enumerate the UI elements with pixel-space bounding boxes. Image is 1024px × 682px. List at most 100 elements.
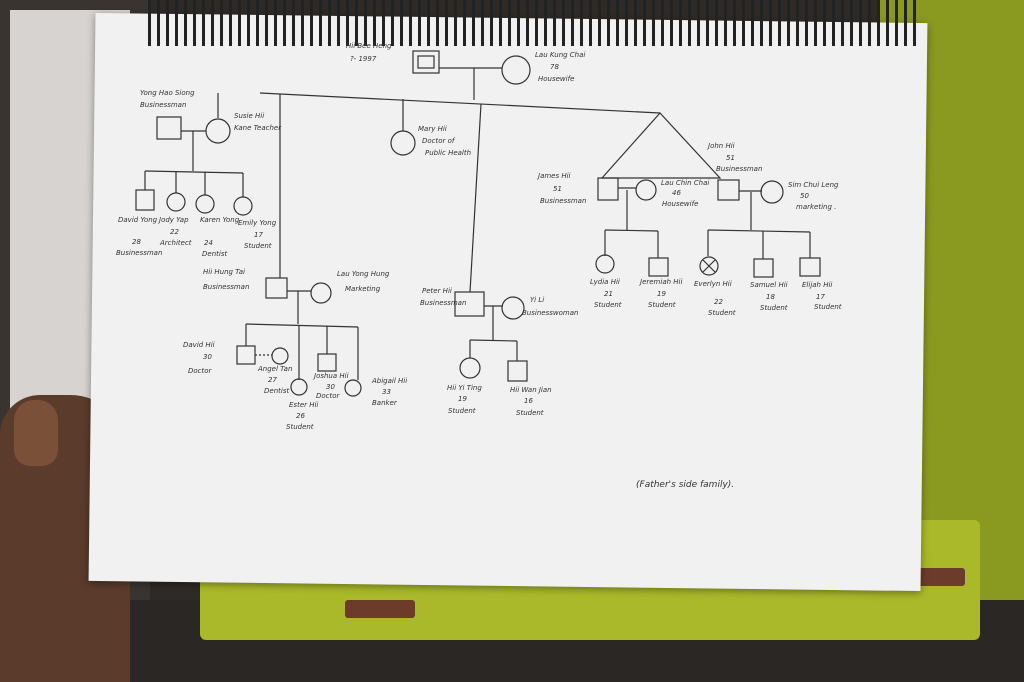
person-name: Emily Yong bbox=[238, 219, 277, 227]
person-name: Peter Hii bbox=[422, 287, 452, 295]
person-detail: 22 bbox=[170, 228, 179, 236]
person-role: Businessman bbox=[203, 283, 249, 291]
person-name: Abigail Hii bbox=[371, 377, 407, 385]
person-detail: 51 bbox=[553, 185, 562, 193]
person-detail: 78 bbox=[550, 63, 559, 71]
male-symbol bbox=[507, 360, 528, 382]
female-symbol bbox=[195, 194, 215, 214]
person-name: Yong Hao Siong bbox=[140, 89, 195, 97]
person-detail: 30 bbox=[326, 383, 335, 391]
female-symbol bbox=[205, 118, 231, 144]
person-role: Businessman bbox=[140, 101, 186, 109]
person-name: Yi Li bbox=[530, 296, 544, 304]
caption: (Father's side family). bbox=[636, 480, 734, 490]
female-symbol bbox=[459, 357, 481, 379]
person-name: David Hii bbox=[183, 341, 215, 349]
person-role: Student bbox=[708, 309, 736, 317]
person-role: Student bbox=[760, 304, 788, 312]
person-role: Businessman bbox=[420, 299, 466, 307]
person-name: Joshua Hii bbox=[312, 372, 349, 380]
person-name: John Hii bbox=[706, 142, 735, 150]
male-symbol bbox=[648, 257, 669, 277]
person-name: Lau Yong Hung bbox=[337, 270, 390, 278]
person-name: Hii Yi Ting bbox=[447, 384, 482, 392]
person-name: Lau Chin Chai bbox=[661, 179, 709, 187]
person-role: Doctor bbox=[188, 367, 213, 375]
person-name: Jeremiah Hii bbox=[638, 278, 682, 286]
person-name: Hii Bee Heng bbox=[346, 42, 392, 50]
person-name: Jody Yap bbox=[157, 216, 189, 224]
person-name: Mary Hii bbox=[418, 125, 447, 133]
person-role: Student bbox=[516, 409, 544, 417]
female-symbol bbox=[344, 379, 362, 397]
person-name: Angel Tan bbox=[257, 365, 292, 373]
person-role: Doctor bbox=[316, 392, 341, 400]
deceased-inner-box bbox=[417, 55, 435, 69]
person-role: Kane Teacher bbox=[234, 124, 282, 132]
person-detail: 26 bbox=[296, 412, 305, 420]
female-symbol bbox=[390, 130, 416, 156]
person-detail: 27 bbox=[268, 376, 277, 384]
person-detail: 30 bbox=[203, 353, 212, 361]
person-detail: 21 bbox=[604, 290, 613, 298]
person-role: Doctor of bbox=[422, 137, 456, 145]
female-symbol bbox=[760, 180, 784, 204]
person-role: Architect bbox=[159, 239, 192, 247]
male-symbol bbox=[236, 345, 256, 365]
person-name: Susie Hii bbox=[234, 112, 264, 120]
person-detail: 18 bbox=[766, 293, 775, 301]
person-role: Student bbox=[814, 303, 842, 311]
female-symbol bbox=[635, 179, 657, 201]
female-symbol bbox=[501, 296, 525, 320]
person-name: Samuel Hii bbox=[750, 281, 788, 289]
person-role: Student bbox=[594, 301, 622, 309]
person-role: Housewife bbox=[662, 200, 698, 208]
person-name: Ester Hii bbox=[289, 401, 318, 409]
person-role: Housewife bbox=[538, 75, 574, 83]
person-name: Hii Hung Tai bbox=[203, 268, 245, 276]
male-symbol bbox=[317, 353, 337, 372]
person-name: Everlyn Hii bbox=[694, 280, 732, 288]
person-role: Student bbox=[244, 242, 272, 250]
person-role: Banker bbox=[372, 399, 398, 407]
person-detail: 50 bbox=[800, 192, 809, 200]
male-symbol bbox=[412, 50, 440, 74]
person-name: James Hii bbox=[536, 172, 571, 180]
deceased-female-symbol bbox=[699, 256, 719, 276]
male-symbol bbox=[156, 116, 182, 140]
female-symbol bbox=[290, 378, 308, 396]
person-detail: 24 bbox=[204, 239, 213, 247]
person-detail: 51 bbox=[726, 154, 735, 162]
male-symbol bbox=[454, 291, 485, 317]
person-name: Sim Chui Leng bbox=[788, 181, 839, 189]
person-role: Public Health bbox=[425, 149, 471, 157]
person-name: Karen Yong bbox=[200, 216, 240, 224]
male-symbol bbox=[135, 189, 155, 211]
person-detail: 33 bbox=[382, 388, 391, 396]
person-detail: ?- 1997 bbox=[350, 55, 377, 63]
person-name: Lydia Hii bbox=[590, 278, 620, 286]
male-symbol bbox=[753, 258, 774, 278]
spiral-binding bbox=[148, 0, 918, 46]
male-symbol bbox=[717, 179, 740, 201]
female-symbol bbox=[233, 196, 253, 216]
person-role: Marketing bbox=[345, 285, 381, 293]
person-detail: 22 bbox=[714, 298, 723, 306]
male-symbol bbox=[799, 257, 821, 277]
person-name: David Yong bbox=[118, 216, 158, 224]
female-symbol bbox=[501, 55, 531, 85]
female-symbol bbox=[595, 254, 615, 274]
person-role: Student bbox=[648, 301, 676, 309]
person-role: Businesswoman bbox=[522, 309, 578, 317]
person-role: Businessman bbox=[116, 249, 162, 257]
person-detail: 17 bbox=[254, 231, 263, 239]
female-symbol bbox=[166, 192, 186, 212]
person-role: marketing . bbox=[796, 203, 836, 211]
person-detail: 46 bbox=[672, 189, 681, 197]
person-role: Student bbox=[448, 407, 476, 415]
female-symbol bbox=[271, 347, 289, 365]
person-detail: 19 bbox=[458, 395, 467, 403]
male-symbol bbox=[597, 177, 619, 201]
person-detail: 28 bbox=[132, 238, 141, 246]
